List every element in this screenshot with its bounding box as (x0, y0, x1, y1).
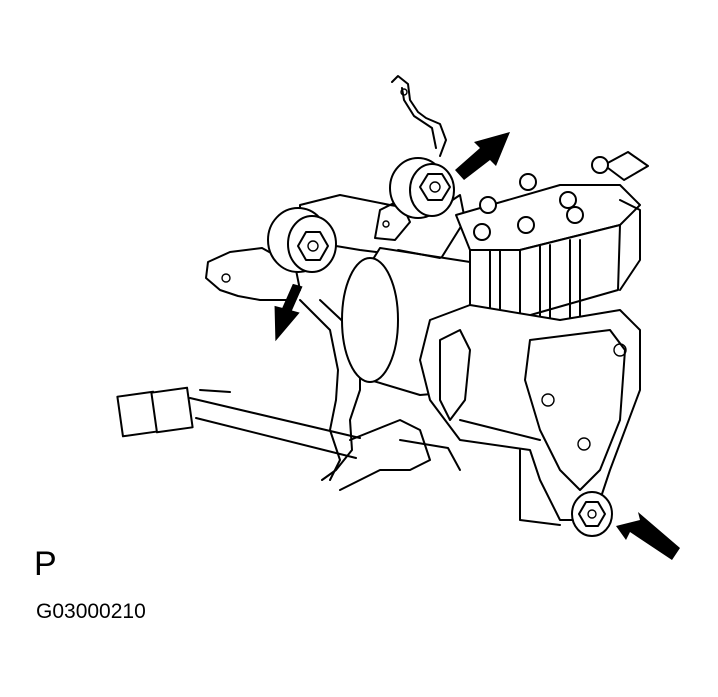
lower-right-bolt (571, 491, 613, 537)
left-bushing (267, 207, 337, 273)
figure-code: G03000210 (36, 600, 146, 623)
gear-housing (419, 304, 641, 526)
wire-harness-upper (391, 75, 447, 157)
upper-bushing (389, 157, 455, 219)
solenoid-block (455, 151, 649, 331)
arrow-icon (455, 132, 510, 180)
arrow-icon (274, 283, 303, 342)
arrow-icon (616, 512, 680, 560)
view-label: P (34, 545, 57, 583)
lower-frame (299, 299, 461, 491)
electrical-connector (116, 386, 361, 459)
